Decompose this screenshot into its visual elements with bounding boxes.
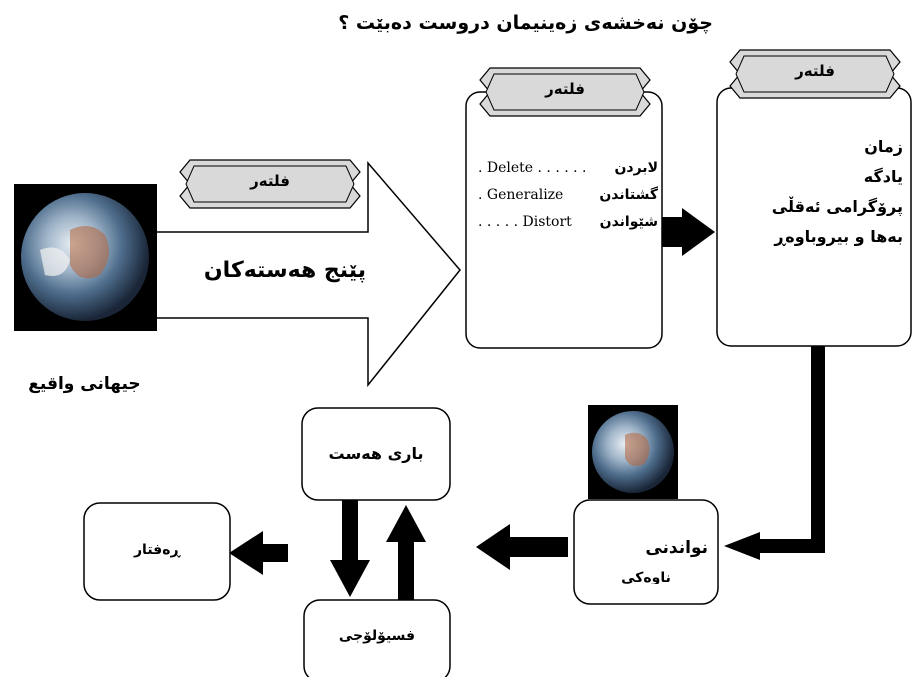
arrow-representation-to-state-head: [476, 524, 510, 570]
internal-filter-values-beliefs: بەها و بیروباوەڕ: [774, 227, 903, 246]
connector-internal-to-representation: [758, 346, 825, 553]
representation-sublabel: ناوەکی: [621, 570, 671, 584]
internal-filter-memory: یادگە: [863, 167, 903, 186]
arrow-state-to-physiology-shaft: [342, 500, 358, 562]
arrow-representation-to-state-shaft: [510, 537, 568, 557]
arrow-state-to-behavior-head: [229, 531, 263, 575]
physiology-box: [303, 599, 451, 677]
behavior-label: ڕەفتار: [134, 542, 180, 558]
arrow-state-to-behavior-shaft: [262, 544, 288, 562]
process-english-generalize: . Generalize: [478, 187, 564, 203]
process-kurdish-distort: شێواندن: [599, 214, 658, 230]
filter-tag-label-middle: فلتەر: [545, 80, 585, 98]
five-senses-label: پێنج هەستەکان: [203, 258, 366, 283]
earth-image-small: [588, 405, 678, 499]
internal-filter-language: زمان: [864, 137, 903, 156]
representation-label: نواندنی: [645, 538, 708, 558]
arrow-filter-to-internal-shaft: [662, 217, 682, 247]
filter-process-delete: . Delete . . . . . . لابردن: [478, 160, 658, 187]
filter-tag-label-arrow: فلتەر: [250, 172, 290, 190]
behavior-box: [83, 502, 231, 601]
earth-image-large: [14, 184, 157, 331]
arrow-to-representation-head: [724, 532, 760, 560]
representation-box: [573, 499, 719, 605]
internal-filters-list: زمان یادگە پرۆگرامی ئەقڵی بەها و بیروباو…: [725, 132, 903, 252]
process-english-delete: . Delete . . . . . .: [478, 160, 587, 176]
filter-tag-middle: [479, 67, 651, 117]
state-box: [301, 407, 451, 501]
filter-tag-arrow: [179, 159, 361, 209]
filter-process-generalize: . Generalize گشتاندن: [478, 187, 658, 214]
filter-tag-right: [729, 49, 901, 99]
arrow-physiology-to-state-head: [386, 505, 426, 542]
internal-filter-mental-programs: پرۆگرامی ئەقڵی: [771, 197, 903, 216]
filter-process-distort: . . . . . Distort شێواندن: [478, 214, 658, 241]
process-kurdish-delete: لابردن: [614, 160, 658, 176]
arrow-state-to-physiology-head: [330, 560, 370, 597]
senses-arrow: [157, 160, 461, 388]
arrow-physiology-to-state-shaft: [398, 540, 414, 600]
process-english-distort: . . . . . Distort: [478, 214, 572, 230]
process-kurdish-generalize: گشتاندن: [599, 187, 658, 203]
diagram-title: چۆن نەخشەی زەینیمان دروست دەبێت ؟: [338, 12, 713, 34]
physiology-label: فسیۆلۆجی: [338, 628, 416, 644]
filter-tag-label-right: فلتەر: [795, 62, 835, 80]
filter-process-list: . Delete . . . . . . لابردن . Generalize…: [478, 160, 658, 241]
arrow-filter-to-internal-head: [682, 208, 715, 256]
state-label: باری هەست: [328, 444, 424, 463]
real-world-label: جیهانی واقیع: [28, 374, 141, 394]
